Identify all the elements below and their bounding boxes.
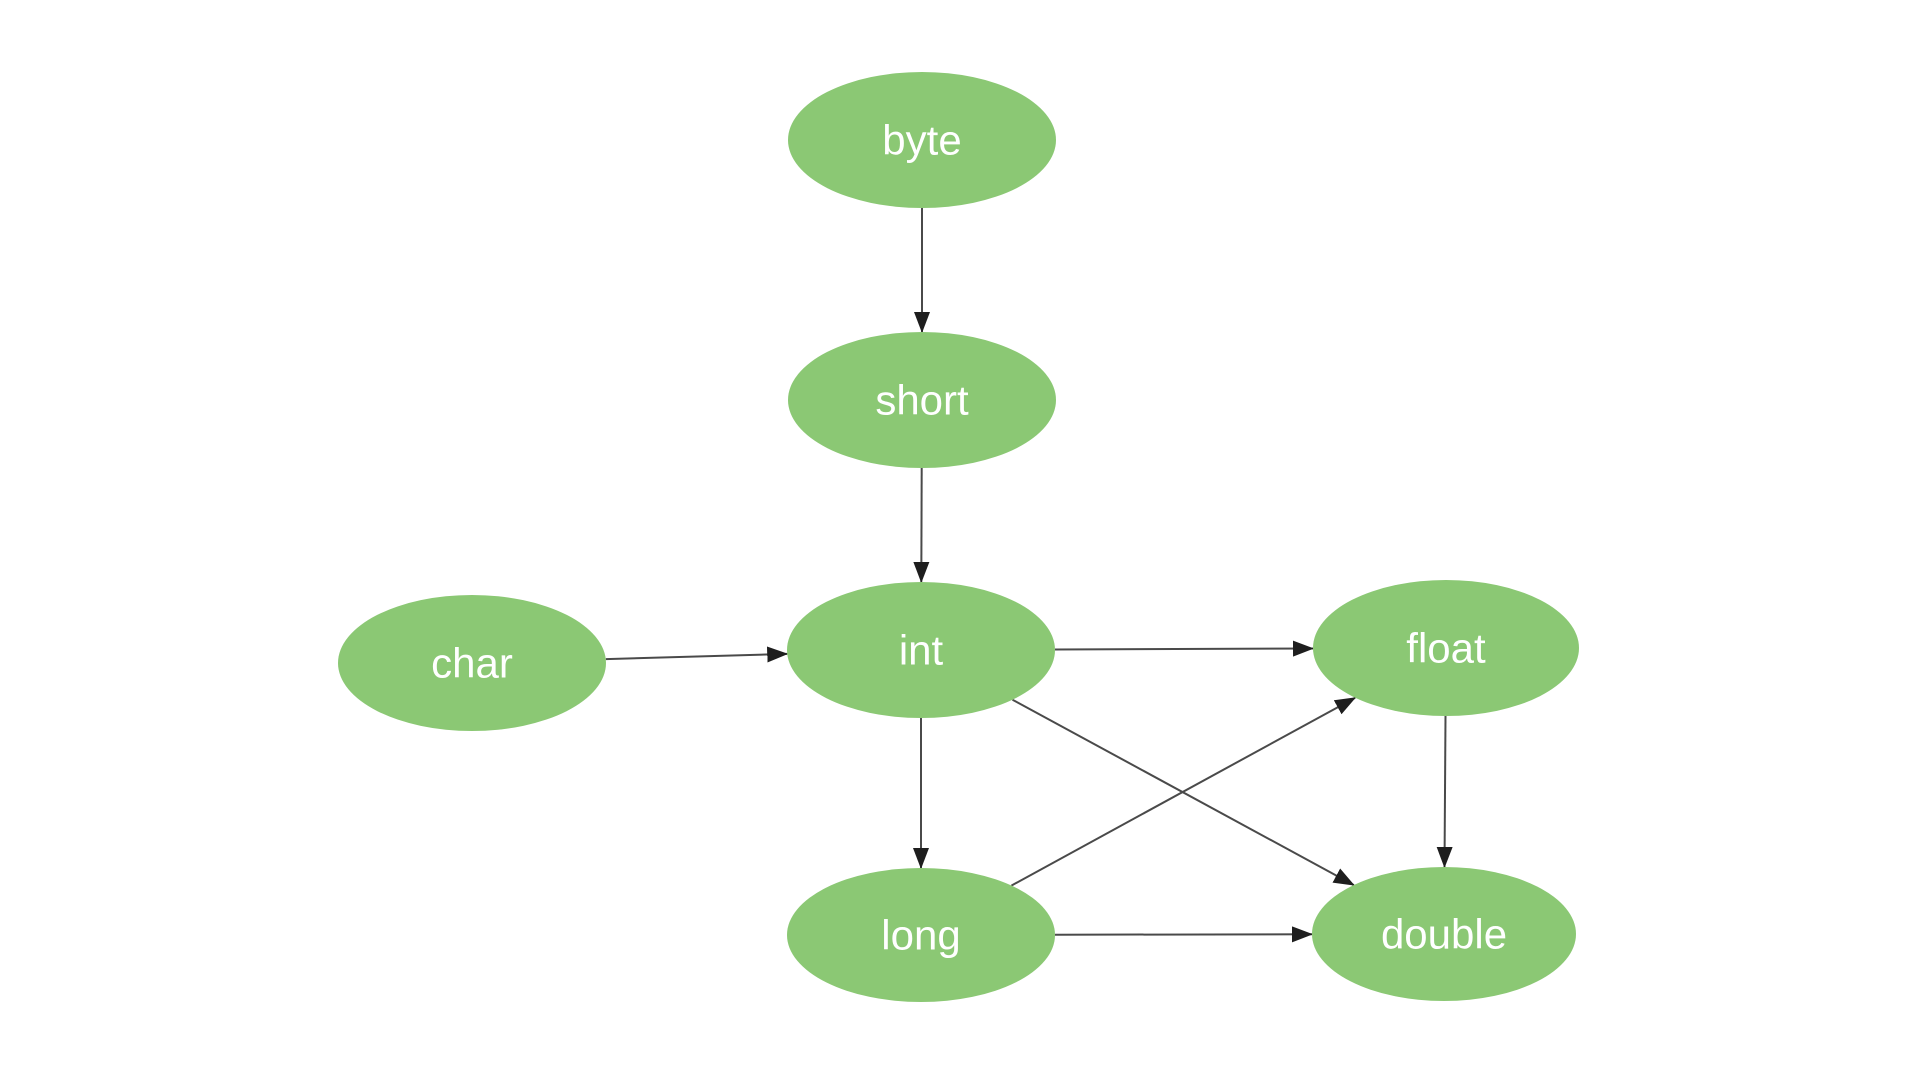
node-double: double xyxy=(1312,867,1576,1001)
node-label-int: int xyxy=(899,627,944,674)
node-ellipse-short xyxy=(788,332,1056,468)
node-ellipse-float xyxy=(1313,580,1579,716)
node-ellipse-byte xyxy=(788,72,1056,208)
node-float: float xyxy=(1313,580,1579,716)
node-label-double: double xyxy=(1381,911,1507,958)
node-label-long: long xyxy=(881,912,960,959)
node-ellipse-char xyxy=(338,595,606,731)
node-label-byte: byte xyxy=(882,117,961,164)
edge-char-int xyxy=(605,646,789,663)
node-int: int xyxy=(787,582,1055,718)
node-label-float: float xyxy=(1406,625,1486,672)
edges-layer xyxy=(605,208,1453,943)
node-ellipse-double xyxy=(1312,867,1576,1001)
edge-long-float xyxy=(1010,696,1357,887)
edge-float-double xyxy=(1436,715,1453,868)
node-char: char xyxy=(338,595,606,731)
node-label-char: char xyxy=(431,640,513,687)
node-short: short xyxy=(788,332,1056,468)
edge-int-float xyxy=(1054,640,1314,657)
nodes-layer: byte short int char float long double xyxy=(338,72,1579,1002)
node-byte: byte xyxy=(788,72,1056,208)
node-label-short: short xyxy=(875,377,969,424)
node-long: long xyxy=(787,868,1055,1002)
node-ellipse-long xyxy=(787,868,1055,1002)
node-ellipse-int xyxy=(787,582,1055,718)
